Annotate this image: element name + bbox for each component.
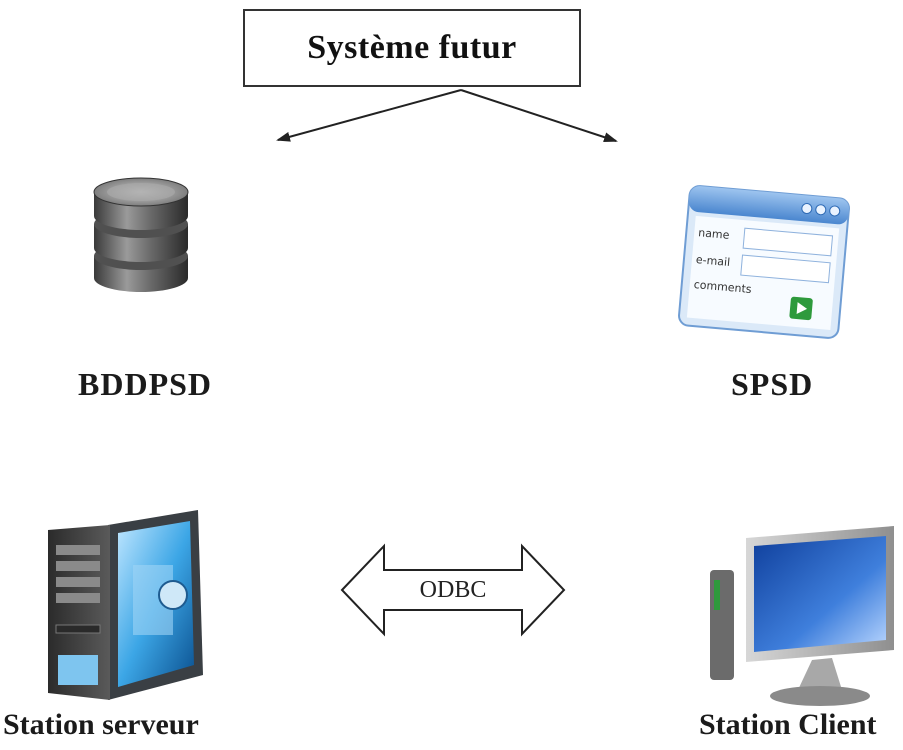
server-label: Station serveur bbox=[3, 708, 199, 741]
form-field-comments-label: comments bbox=[693, 278, 752, 296]
diagram-title: Système futur bbox=[307, 29, 517, 66]
odbc-connector: ODBC bbox=[340, 543, 566, 637]
arrow-to-database bbox=[276, 89, 462, 142]
database-label: BDDPSD bbox=[78, 366, 213, 402]
client-label: Station Client bbox=[699, 708, 877, 741]
form-field-name-label: name bbox=[698, 226, 730, 242]
form-field-email-label: e-mail bbox=[695, 253, 730, 269]
arrow-to-web-form bbox=[460, 89, 618, 142]
web-form-label: SPSD bbox=[731, 366, 814, 402]
title-box: Système futur bbox=[243, 9, 581, 87]
server-tower-icon bbox=[48, 510, 203, 700]
desktop-computer-icon bbox=[710, 526, 894, 706]
connector-label: ODBC bbox=[420, 577, 487, 603]
database-icon bbox=[93, 177, 189, 292]
web-form-icon: name e-mail comments bbox=[678, 185, 850, 339]
bidirectional-arrow-icon bbox=[340, 543, 566, 637]
